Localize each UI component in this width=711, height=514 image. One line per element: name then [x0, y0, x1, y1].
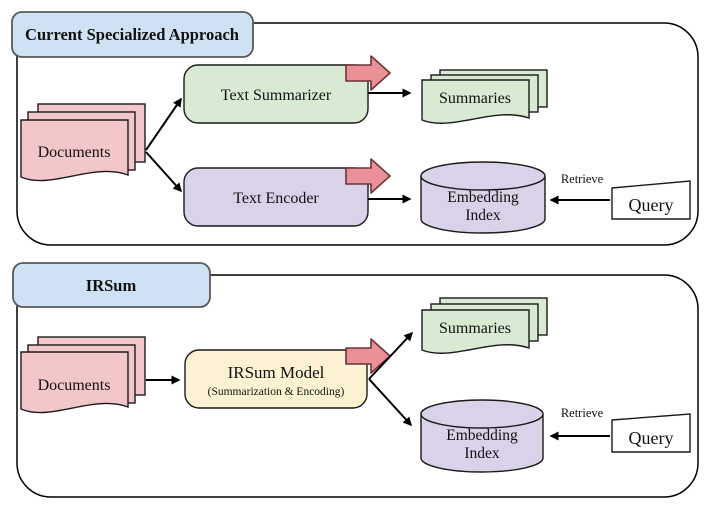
summary-page-front	[421, 79, 530, 124]
flow-arrow-docs-to-summarizer	[145, 97, 182, 151]
flow-arrow-model-to-index	[368, 378, 413, 427]
retrieve-label: Retrieve	[561, 406, 604, 420]
irsum-model-box: IRSum Model (Summarization & Encoding)	[184, 349, 368, 409]
embedding-index-label-line2: Index	[465, 207, 501, 224]
embedding-index-label-line1: Embedding	[446, 427, 518, 444]
query-shape: Query	[611, 180, 691, 220]
encoder-box-shape	[183, 167, 369, 227]
block-arrow-icon	[345, 55, 391, 91]
query-label: Query	[629, 428, 674, 448]
text-summarizer-box: Text Summarizer	[183, 64, 369, 124]
query-card	[611, 180, 691, 220]
irsum-model-subtitle: (Summarization & Encoding)	[208, 386, 345, 398]
panel-irsum: IRSum Documents IRSum Model (Summarizati…	[12, 262, 699, 498]
block-arrow-icon	[345, 338, 391, 374]
title-box-shape	[11, 11, 254, 58]
panel-title: Current Specialized Approach	[25, 25, 239, 44]
embedding-index-cylinder: Embedding Index	[420, 399, 544, 473]
embedding-index-cylinder: Embedding Index	[420, 161, 546, 234]
irsum-model-title: IRSum Model	[228, 363, 325, 382]
summary-page-front	[421, 309, 530, 354]
cylinder-body	[420, 176, 546, 234]
summarizer-label: Text Summarizer	[221, 87, 332, 104]
panel-title-box: IRSum	[12, 262, 211, 308]
documents-stack: Documents	[20, 103, 146, 182]
documents-stack: Documents	[20, 336, 146, 414]
retrieve-label: Retrieve	[561, 172, 604, 186]
panel-current-specialized-approach: Current Specialized Approach Documents T…	[11, 11, 699, 246]
cylinder-body	[420, 414, 544, 473]
embedding-index-label-line2: Index	[464, 445, 500, 462]
summaries-label: Summaries	[439, 320, 511, 337]
panel-title: IRSum	[86, 276, 137, 295]
query-label: Query	[629, 195, 674, 215]
flow-arrow-model-to-summaries	[368, 331, 414, 380]
panel-title-box: Current Specialized Approach	[11, 11, 254, 58]
embedding-index-label-line1: Embedding	[447, 189, 519, 206]
document-page-front	[20, 119, 129, 182]
block-arrow-icon	[345, 158, 391, 194]
encoder-label: Text Encoder	[233, 190, 319, 207]
text-encoder-box: Text Encoder	[183, 167, 369, 227]
cylinder-top	[420, 399, 544, 429]
document-page-front	[20, 351, 129, 414]
cylinder-top	[420, 161, 546, 191]
query-card	[611, 413, 691, 453]
query-shape: Query	[611, 413, 691, 453]
summaries-stack: Summaries	[421, 297, 548, 354]
documents-label: Documents	[38, 377, 111, 394]
documents-label: Documents	[38, 144, 111, 161]
summaries-label: Summaries	[439, 90, 511, 107]
flow-arrow-docs-to-encoder	[145, 151, 183, 193]
irsum-box-shape	[184, 349, 368, 409]
title-box-shape	[12, 262, 211, 308]
summaries-stack: Summaries	[421, 69, 548, 124]
